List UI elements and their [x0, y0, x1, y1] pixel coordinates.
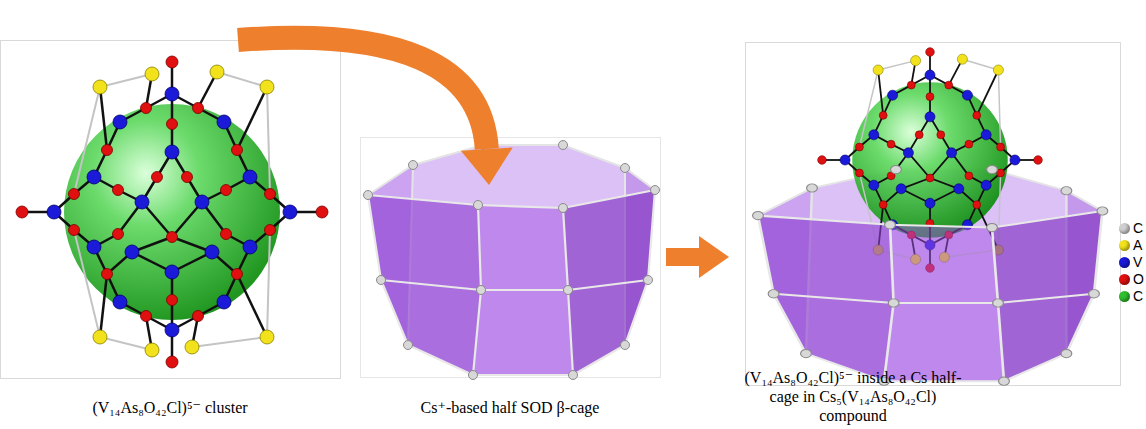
legend-swatch	[1119, 240, 1130, 251]
arrow-shaft	[666, 248, 700, 266]
legend-text: A	[1133, 237, 1142, 253]
cage-model	[364, 141, 660, 380]
legend-row: A	[1119, 237, 1144, 253]
legend: CAVOC	[1119, 220, 1144, 305]
figure-caption: Cs⁺-based half SOD β-cage	[365, 398, 655, 417]
legend-swatch	[1119, 223, 1130, 234]
flow-arrow	[666, 236, 729, 278]
figure-panel: Cs⁺-based half SOD β-cage	[360, 185, 660, 425]
legend-row: O	[1119, 271, 1144, 287]
legend-text: C	[1133, 220, 1143, 236]
panel-frame	[1, 41, 341, 379]
cluster-model	[16, 56, 328, 368]
panel-frame	[746, 43, 1121, 386]
figure-caption: (V₁₄As₈O₄₂Cl)⁵⁻ inside a Cs half-cage in…	[735, 368, 971, 425]
legend-swatch	[1119, 291, 1130, 302]
figure-panel: (V₁₄As₈O₄₂Cl)⁵⁻ inside a Cs half-cage in…	[735, 42, 1120, 428]
legend-swatch	[1119, 274, 1130, 285]
figure-panel: (V₁₄As₈O₄₂Cl)⁵⁻ cluster	[0, 40, 340, 425]
arrow-shaft	[238, 38, 487, 149]
legend-row: C	[1119, 220, 1144, 236]
legend-row: C	[1119, 288, 1144, 304]
arrow-head	[699, 236, 729, 278]
legend-swatch	[1119, 257, 1130, 268]
legend-text: V	[1133, 254, 1142, 270]
legend-row: V	[1119, 254, 1144, 270]
cage-model	[753, 165, 1108, 385]
legend-text: O	[1133, 271, 1144, 287]
arrow-head	[461, 147, 513, 185]
legend-text: C	[1133, 288, 1143, 304]
figure-caption: (V₁₄As₈O₄₂Cl)⁵⁻ cluster	[20, 398, 320, 417]
flow-arrow	[238, 38, 513, 185]
